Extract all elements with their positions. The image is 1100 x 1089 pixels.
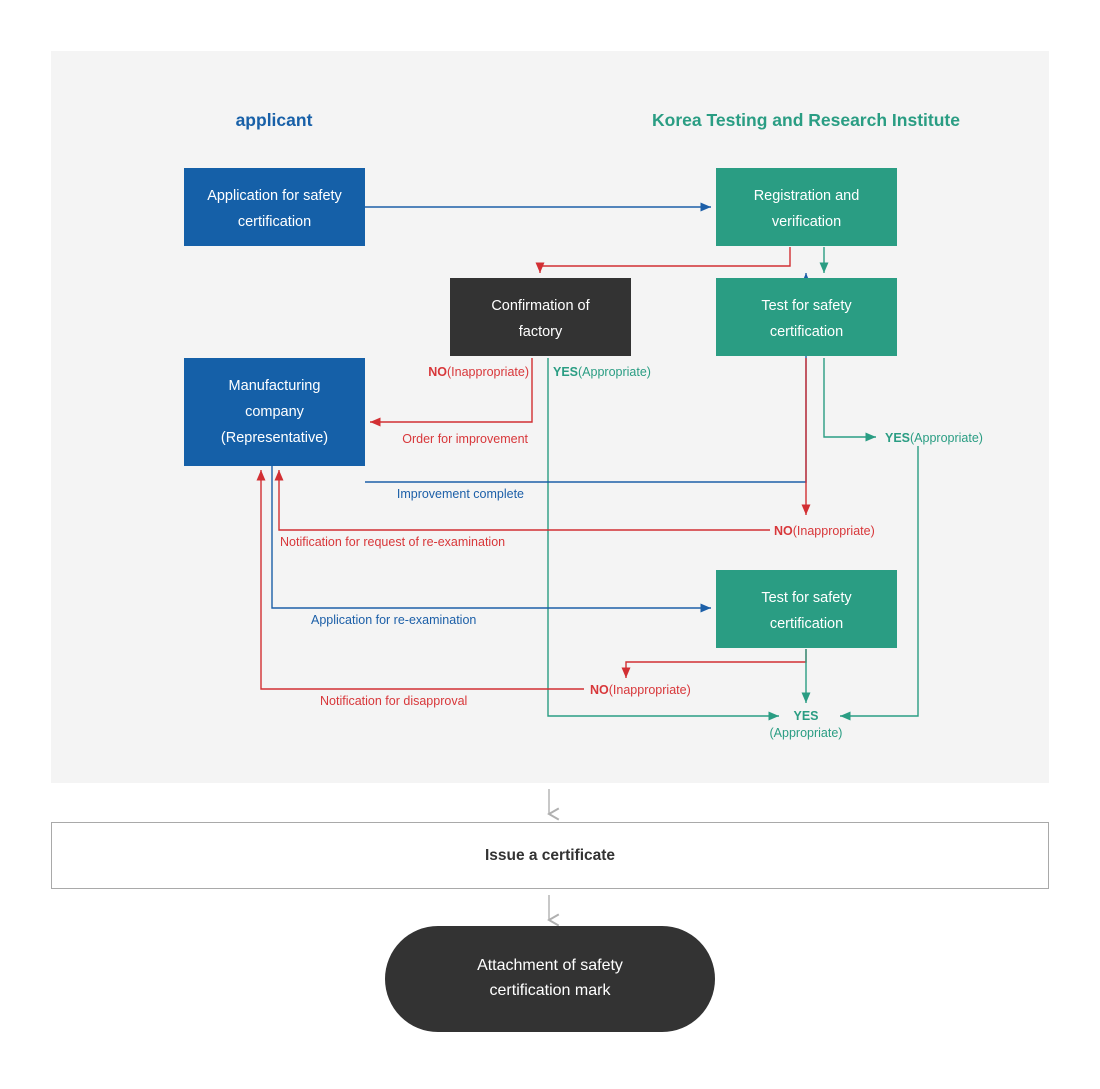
- edge-label-test2-no: NO(Inappropriate): [590, 683, 691, 697]
- node-manufacturing-company[interactable]: Manufacturing company (Representative): [184, 358, 365, 466]
- edge-label-factory-no: NO(Inappropriate): [428, 365, 529, 379]
- final-box-line2: certification mark: [489, 982, 611, 999]
- edge-application-reexam: [271, 466, 711, 613]
- node-test2-line1: Test for safety: [761, 590, 852, 606]
- edge-label-test1-yes-bold: YES: [885, 431, 910, 445]
- node-test1-line2: certification: [770, 324, 843, 340]
- edge-label-test1-no: NO(Inappropriate): [774, 524, 875, 538]
- edge-label-notification-reexam: Notification for request of re-examinati…: [280, 535, 505, 549]
- lane-heading-applicant: applicant: [236, 110, 313, 130]
- node-application-for-safety-certification[interactable]: Application for safety certification: [184, 168, 365, 246]
- node-manufacturer-line3: (Representative): [221, 430, 328, 446]
- node-confirmation-of-factory[interactable]: Confirmation of factory: [450, 278, 631, 356]
- edge-test1-yes-down-to-final: [840, 446, 919, 721]
- attachment-of-safety-certification-mark-box[interactable]: Attachment of safety certification mark: [385, 926, 715, 1032]
- edge-label-test1-no-bold: NO: [774, 524, 793, 538]
- edge-test2-no: [621, 649, 807, 678]
- node-registration-and-verification[interactable]: Registration and verification: [716, 168, 897, 246]
- edge-label-factory-no-bold: NO: [428, 365, 447, 379]
- lane-heading-institute: Korea Testing and Research Institute: [652, 110, 960, 130]
- edge-label-test1-yes-rest: (Appropriate): [910, 431, 983, 445]
- edge-notification-disapproval: [256, 470, 584, 690]
- node-manufacturer-line1: Manufacturing: [229, 378, 321, 394]
- edge-label-factory-yes-bold: YES: [553, 365, 578, 379]
- node-test-for-safety-certification-1[interactable]: Test for safety certification: [716, 278, 897, 356]
- node-registration-line1: Registration and: [754, 188, 860, 204]
- node-confirmation-line1: Confirmation of: [491, 298, 590, 314]
- node-application-line1: Application for safety: [207, 188, 342, 204]
- edge-confirmation-no-to-manufacturer: [370, 358, 533, 427]
- final-box-line1: Attachment of safety: [477, 957, 623, 975]
- edge-label-notification-disapproval: Notification for disapproval: [320, 694, 467, 708]
- edge-label-final-yes-bold: YES: [793, 709, 818, 723]
- edge-label-test1-no-rest: (Inappropriate): [793, 524, 875, 538]
- edge-label-final-yes-rest: (Appropriate): [770, 726, 843, 740]
- edge-registration-to-confirmation: [535, 247, 791, 273]
- node-confirmation-line2: factory: [519, 324, 563, 340]
- node-test-for-safety-certification-2[interactable]: Test for safety certification: [716, 570, 897, 648]
- edge-label-improvement-complete: Improvement complete: [397, 487, 524, 501]
- edge-notification-reexam: [274, 470, 770, 531]
- issue-a-certificate-label: Issue a certificate: [484, 846, 616, 864]
- edge-label-factory-yes: YES(Appropriate): [553, 365, 651, 379]
- edge-label-order-for-improvement: Order for improvement: [402, 432, 528, 446]
- node-application-line2: certification: [238, 214, 311, 230]
- edge-label-factory-yes-rest: (Appropriate): [578, 365, 651, 379]
- node-manufacturer-line2: company: [245, 404, 305, 420]
- edge-confirmation-yes-down: [547, 358, 779, 721]
- issue-a-certificate-box[interactable]: Issue a certificate: [51, 822, 1049, 889]
- edge-label-test2-no-rest: (Inappropriate): [609, 683, 691, 697]
- node-test1-line1: Test for safety: [761, 298, 852, 314]
- edge-label-test2-no-bold: NO: [590, 683, 609, 697]
- node-test2-line2: certification: [770, 616, 843, 632]
- edge-label-factory-no-rest: (Inappropriate): [447, 365, 529, 379]
- edge-label-test1-yes: YES(Appropriate): [885, 431, 983, 445]
- edge-test1-yes-right: [823, 358, 876, 442]
- edge-label-application-reexam: Application for re-examination: [311, 613, 476, 627]
- node-registration-line2: verification: [772, 214, 841, 230]
